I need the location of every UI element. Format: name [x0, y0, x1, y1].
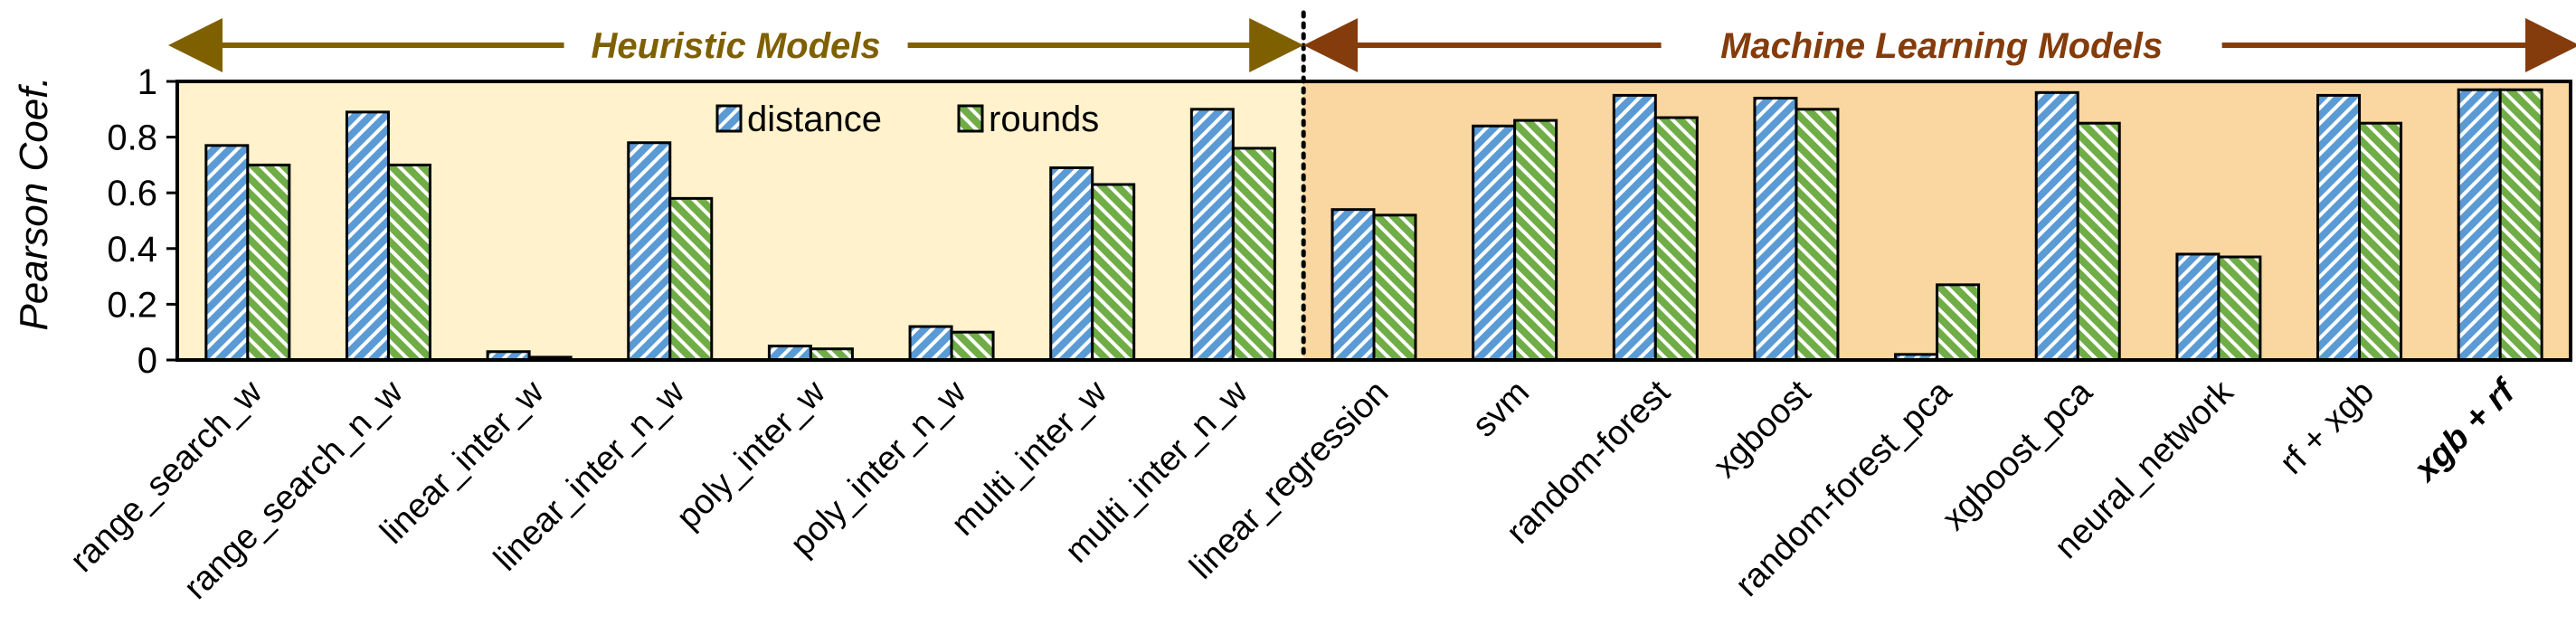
bar-rounds — [2358, 121, 2403, 362]
legend-swatch-distance — [715, 104, 743, 133]
bar-rounds — [2076, 121, 2121, 362]
bar-distance — [2034, 90, 2079, 362]
y-tick-label: 0.6 — [107, 174, 157, 213]
y-tick-label: 0.4 — [107, 230, 157, 270]
y-axis-label: Pearson Coef. — [12, 76, 56, 330]
bar-distance — [2457, 88, 2502, 362]
bar-rounds — [1091, 183, 1136, 362]
bar-distance — [1472, 124, 1517, 362]
bar-distance — [908, 325, 953, 362]
legend-swatch-rounds — [957, 104, 984, 133]
bar-distance — [1331, 208, 1376, 362]
bar-distance — [1612, 93, 1657, 362]
bar-rounds — [246, 163, 291, 362]
legend: distance rounds — [715, 99, 1099, 139]
bar-distance — [345, 110, 390, 362]
bar-rounds — [1936, 283, 1981, 362]
bar-rounds — [2498, 88, 2543, 362]
bar-rounds — [1513, 118, 1558, 362]
bar-rounds — [668, 196, 714, 362]
y-tick-label: 0.2 — [107, 285, 157, 325]
x-tick-label: xgb + rf — [2406, 371, 2524, 489]
y-tick-label: 0 — [137, 341, 157, 381]
bars — [204, 88, 2543, 362]
bar-distance — [1189, 108, 1235, 362]
legend-label-distance: distance — [747, 99, 882, 139]
group-annotations: Heuristic Models Machine Learning Models — [168, 18, 2576, 72]
bar-distance — [204, 144, 250, 362]
x-tick-label: svm — [1465, 374, 1537, 445]
bar-rounds — [2217, 255, 2262, 362]
bar-rounds — [386, 163, 431, 362]
y-tick-label: 0.8 — [107, 118, 157, 158]
y-ticks: 0 0.2 0.4 0.6 0.8 1 — [107, 62, 177, 381]
legend-label-rounds: rounds — [989, 99, 1099, 139]
x-tick-label: xgboost — [1706, 373, 1818, 485]
plot-frame — [175, 80, 2572, 362]
bar-rounds — [1653, 116, 1699, 362]
group-title: Heuristic Models — [592, 26, 881, 66]
bar-rounds — [1372, 213, 1417, 362]
bar-rounds — [950, 330, 995, 362]
x-tick-labels: range_search_wrange_search_n_wlinear_int… — [63, 371, 2524, 607]
bar-distance — [627, 141, 672, 362]
bar-distance — [2175, 252, 2221, 362]
bar-rounds — [1795, 108, 1840, 362]
bar-rounds — [1231, 147, 1276, 362]
x-tick-label: rf + xgb — [2273, 374, 2382, 482]
bar-distance — [2316, 93, 2362, 362]
y-tick-label: 1 — [137, 62, 157, 102]
group-title: Machine Learning Models — [1720, 26, 2163, 66]
bar-distance — [767, 345, 812, 362]
bar-distance — [1049, 166, 1094, 362]
bar-distance — [1753, 96, 1798, 362]
